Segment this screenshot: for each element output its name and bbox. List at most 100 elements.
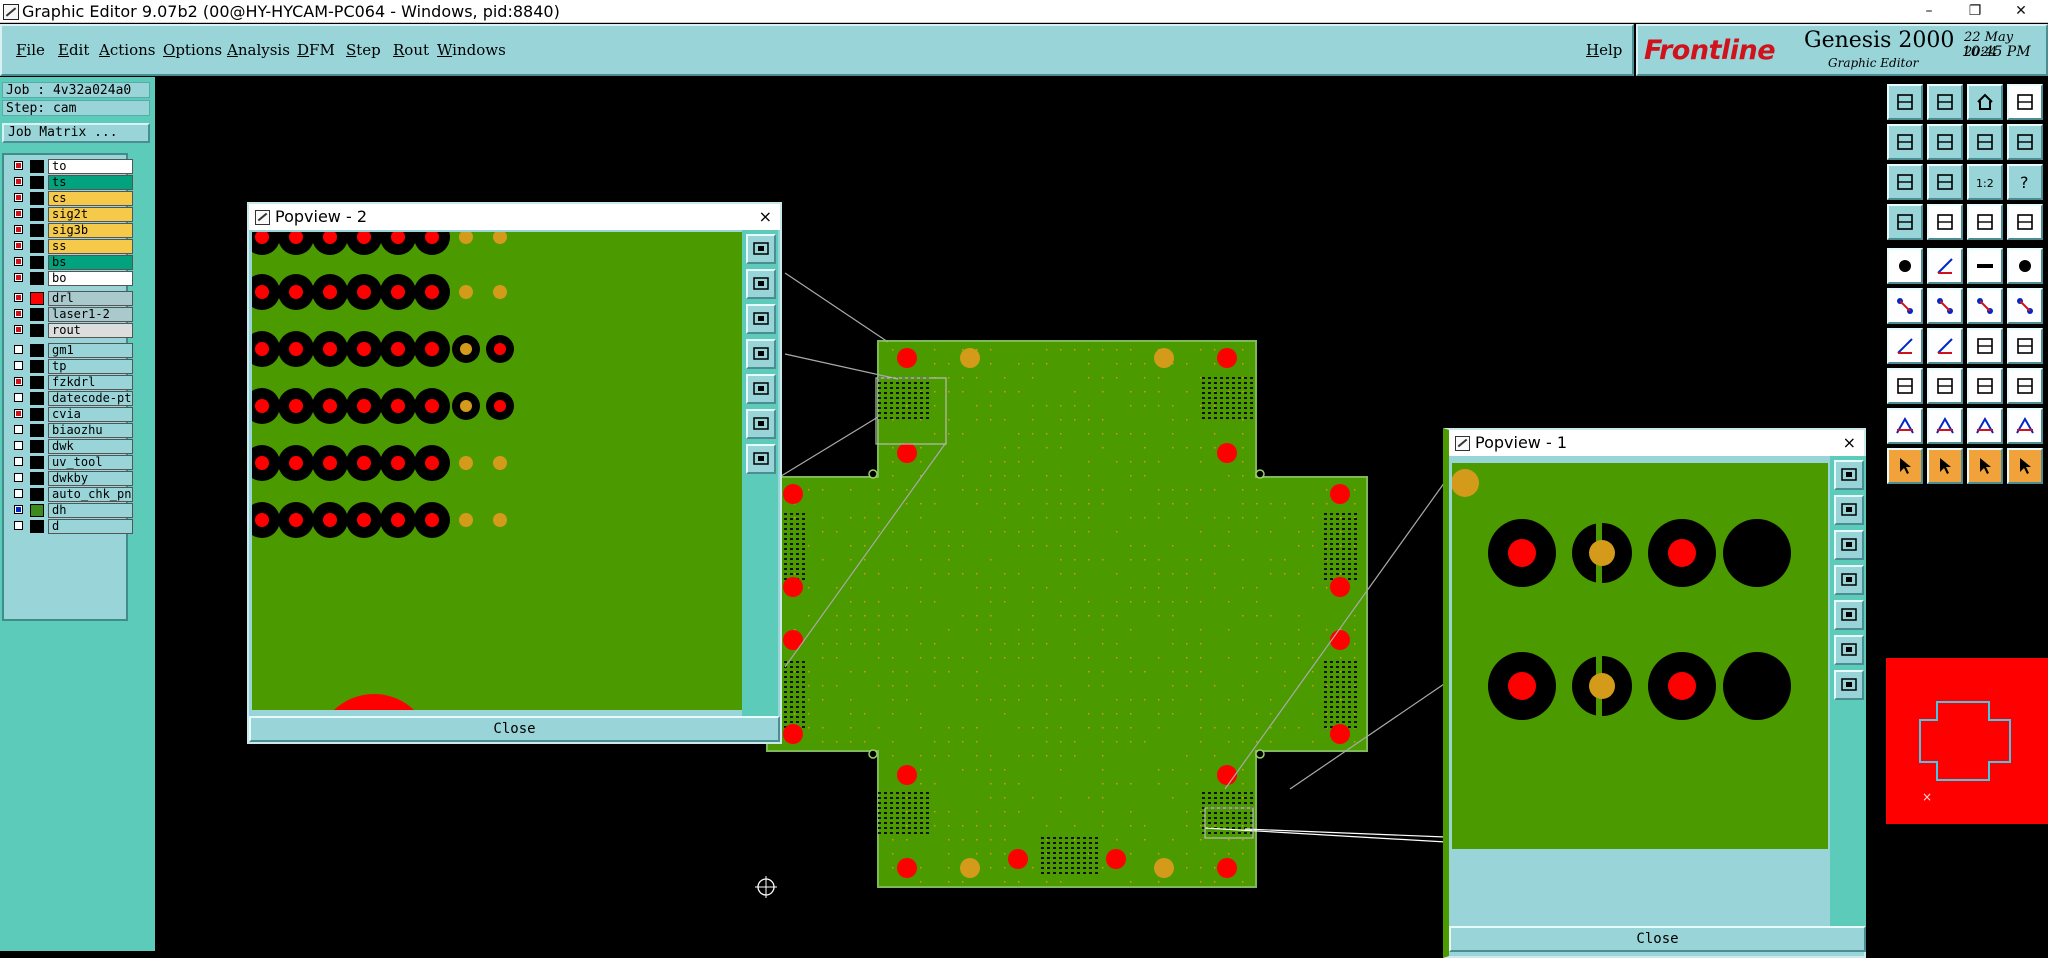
tool-button-pointer[interactable] [1967,448,2003,484]
layer-checkbox[interactable] [14,257,23,266]
layer-checkbox[interactable] [14,241,23,250]
tool-button-triangle-icon[interactable] [1887,408,1923,444]
popview-tool-button[interactable] [746,269,776,299]
tool-button-cut-icon[interactable] [1927,368,1963,404]
layer-color-swatch[interactable] [30,472,44,485]
layer-checkbox[interactable] [14,177,23,186]
layer-name[interactable]: dwkby [48,471,133,486]
tool-button-grid-icon[interactable] [1927,204,1963,240]
layer-name[interactable]: fzkdrl [48,375,133,390]
popview-tool-button[interactable] [1834,600,1864,630]
layer-checkbox[interactable] [14,425,23,434]
layer-color-swatch[interactable] [30,440,44,453]
layer-row-to[interactable]: to [10,159,128,174]
tool-button-arch-icon[interactable] [2007,408,2043,444]
layer-checkbox[interactable] [14,521,23,530]
layer-row-uv_tool[interactable]: uv_tool [10,455,128,470]
layer-color-swatch[interactable] [30,392,44,405]
layer-row-cs[interactable]: cs [10,191,128,206]
tool-button-route-red[interactable] [2007,204,2043,240]
tool-button-bridge-icon[interactable] [1967,408,2003,444]
tool-button-ratio-icon[interactable]: 1:2 [1967,164,2003,200]
tool-button-node-icon[interactable] [1887,288,1923,324]
popview-1-canvas[interactable] [1452,463,1828,849]
layer-row-rout[interactable]: rout [10,323,128,338]
layer-color-swatch[interactable] [30,344,44,357]
tool-button-loop[interactable] [1967,124,2003,160]
layer-name[interactable]: laser1-2 [48,307,133,322]
layer-color-swatch[interactable] [30,240,44,253]
layer-color-swatch[interactable] [30,308,44,321]
close-window-button[interactable]: ✕ [1998,0,2044,23]
menu-help[interactable]: Help [1586,41,1622,59]
layer-row-dwk[interactable]: dwk [10,439,128,454]
tool-button-door-in[interactable] [1887,84,1923,120]
layer-row-datecode-pts[interactable]: datecode-pts [10,391,128,406]
layer-name[interactable]: bs [48,255,133,270]
menu-windows[interactable]: Windows [437,41,506,59]
minimize-button[interactable]: – [1906,0,1952,23]
layer-name[interactable]: drl [48,291,133,306]
layer-row-sig3b[interactable]: sig3b [10,223,128,238]
menu-dfm[interactable]: DFM [297,41,335,59]
layer-checkbox[interactable] [14,361,23,370]
layer-checkbox[interactable] [14,325,23,334]
tool-button-pad-icon[interactable] [1887,248,1923,284]
job-matrix-button[interactable]: Job Matrix ... [2,123,150,143]
layer-row-ts[interactable]: ts [10,175,128,190]
layer-name[interactable]: bo [48,271,133,286]
menu-rout[interactable]: Rout [393,41,429,59]
layer-color-swatch[interactable] [30,520,44,533]
layer-checkbox[interactable] [14,293,23,302]
layer-color-swatch[interactable] [30,224,44,237]
tool-button-layers-icon[interactable] [2007,368,2043,404]
layer-checkbox[interactable] [14,505,23,514]
tool-button-dot-icon[interactable] [2007,248,2043,284]
tool-button-split-icon[interactable] [2007,288,2043,324]
tool-button-home[interactable] [1967,84,2003,120]
layer-name[interactable]: gm1 [48,343,133,358]
popview-tool-button[interactable] [1834,670,1864,700]
layer-color-swatch[interactable] [30,456,44,469]
layer-name[interactable]: datecode-pts [48,391,133,406]
tool-button-move-icon[interactable] [1927,288,1963,324]
layer-name[interactable]: cvia [48,407,133,422]
layer-name[interactable]: uv_tool [48,455,133,470]
tool-button-pointer[interactable] [1927,448,1963,484]
layer-checkbox[interactable] [14,441,23,450]
popview-tool-button[interactable] [1834,495,1864,525]
layer-color-swatch[interactable] [30,488,44,501]
layer-color-swatch[interactable] [30,272,44,285]
tool-button-mirror-icon[interactable] [2007,328,2043,364]
popview-tool-button[interactable] [746,409,776,439]
layer-color-swatch[interactable] [30,376,44,389]
tool-button-measure-icon[interactable] [1887,368,1923,404]
layer-color-swatch[interactable] [30,208,44,221]
tool-button-connect-icon[interactable] [1967,288,2003,324]
layer-name[interactable]: ts [48,175,133,190]
graphic-canvas[interactable]: Popview - 2 × Close Popview - 1 × Close [155,77,1882,951]
layer-checkbox[interactable] [14,193,23,202]
popview-tool-button[interactable] [746,374,776,404]
layer-row-dh[interactable]: dh [10,503,128,518]
layer-color-swatch[interactable] [30,408,44,421]
tool-button-diag-icon[interactable] [1927,328,1963,364]
layer-color-swatch[interactable] [30,160,44,173]
popview-tool-button[interactable] [1834,565,1864,595]
tool-button-pointer[interactable] [2007,448,2043,484]
layer-checkbox[interactable] [14,409,23,418]
menu-file[interactable]: File [16,41,45,59]
layer-row-d[interactable]: d [10,519,128,534]
layer-row-cvia[interactable]: cvia [10,407,128,422]
popview-tool-button[interactable] [746,234,776,264]
popview-tool-button[interactable] [746,444,776,474]
menu-options[interactable]: Options [163,41,222,59]
popview-tool-button[interactable] [746,339,776,369]
layer-name[interactable]: sig2t [48,207,133,222]
layer-name[interactable]: dh [48,503,133,518]
layer-name[interactable]: auto_chk_pnl [48,487,133,502]
tool-button-step-out[interactable] [1927,124,1963,160]
tool-button-peak-icon[interactable] [1927,408,1963,444]
layer-row-ss[interactable]: ss [10,239,128,254]
layer-name[interactable]: biaozhu [48,423,133,438]
